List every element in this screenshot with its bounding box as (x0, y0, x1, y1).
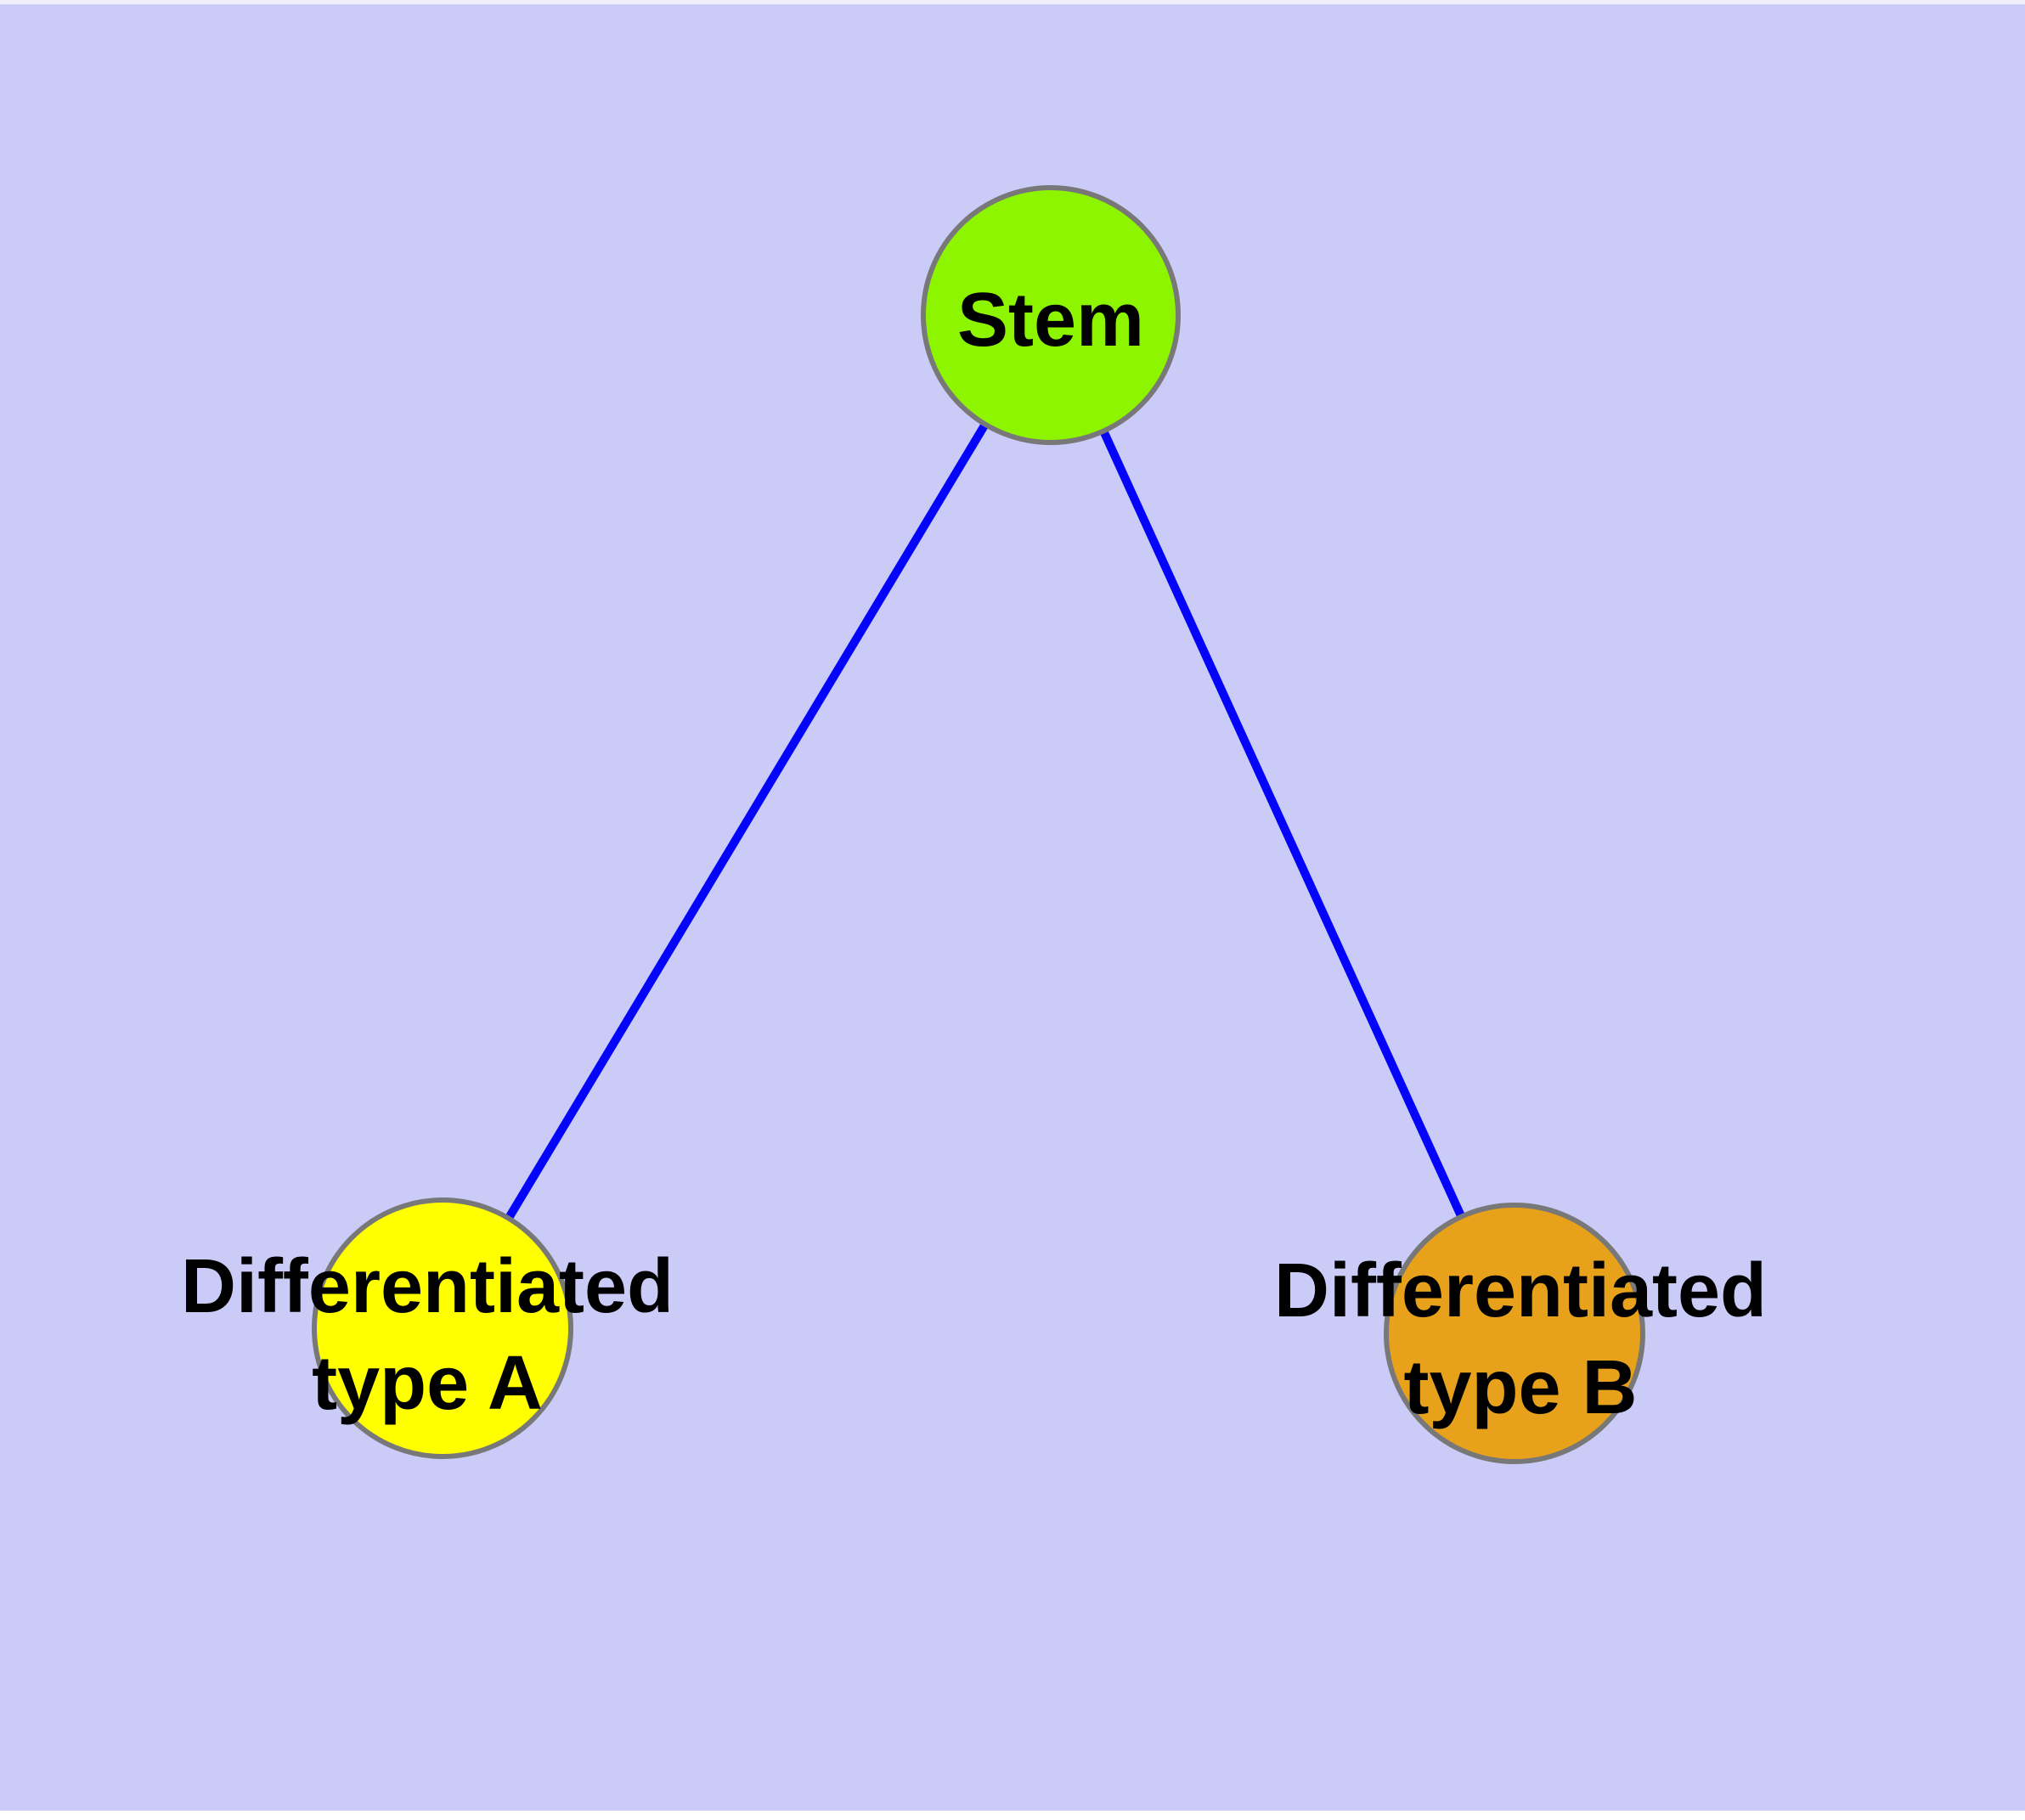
edge-layer (438, 313, 1519, 1336)
edge-stem-to-type-b (1046, 313, 1519, 1336)
node-stem-label: Stem (957, 278, 1144, 363)
node-differentiated-type-b: Differentiated type B (1274, 1203, 1767, 1464)
node-layer: Stem Differentiated type A Differentiate… (181, 185, 1767, 1464)
node-differentiated-type-b-circle (1384, 1203, 1645, 1464)
node-differentiated-type-a-label-line2: type A (312, 1341, 543, 1426)
bottom-margin-strip (0, 1811, 2025, 1816)
node-differentiated-type-a-label-line1: Differentiated (181, 1244, 674, 1329)
node-differentiated-type-a-circle (312, 1197, 573, 1459)
node-differentiated-type-a: Differentiated type A (181, 1197, 674, 1459)
node-stem: Stem (921, 185, 1181, 445)
node-differentiated-type-b-label-line2: type B (1403, 1345, 1637, 1430)
node-stem-circle (921, 185, 1181, 445)
node-differentiated-type-b-label-line1: Differentiated (1274, 1248, 1767, 1333)
top-margin-strip (0, 0, 2025, 4)
edge-stem-to-type-a (438, 313, 1055, 1331)
